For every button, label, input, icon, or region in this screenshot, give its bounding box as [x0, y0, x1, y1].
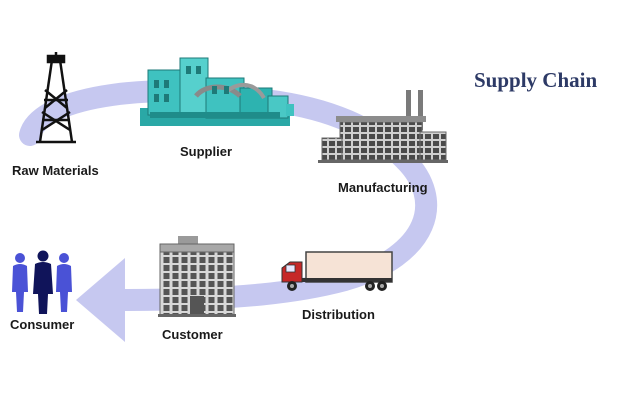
- truck-icon: [281, 251, 393, 291]
- label-manufacturing: Manufacturing: [338, 180, 428, 195]
- power-plant-icon: [140, 57, 294, 126]
- label-consumer: Consumer: [10, 317, 75, 332]
- oil-derrick-icon: [36, 52, 76, 144]
- diagram-title: Supply Chain: [474, 68, 598, 92]
- store-building-icon: [158, 236, 236, 317]
- label-supplier: Supplier: [180, 144, 233, 159]
- people-icon: [12, 250, 72, 314]
- label-customer: Customer: [162, 327, 223, 342]
- factory-icon: [318, 90, 448, 163]
- label-raw-materials: Raw Materials: [12, 163, 99, 178]
- label-distribution: Distribution: [302, 307, 375, 322]
